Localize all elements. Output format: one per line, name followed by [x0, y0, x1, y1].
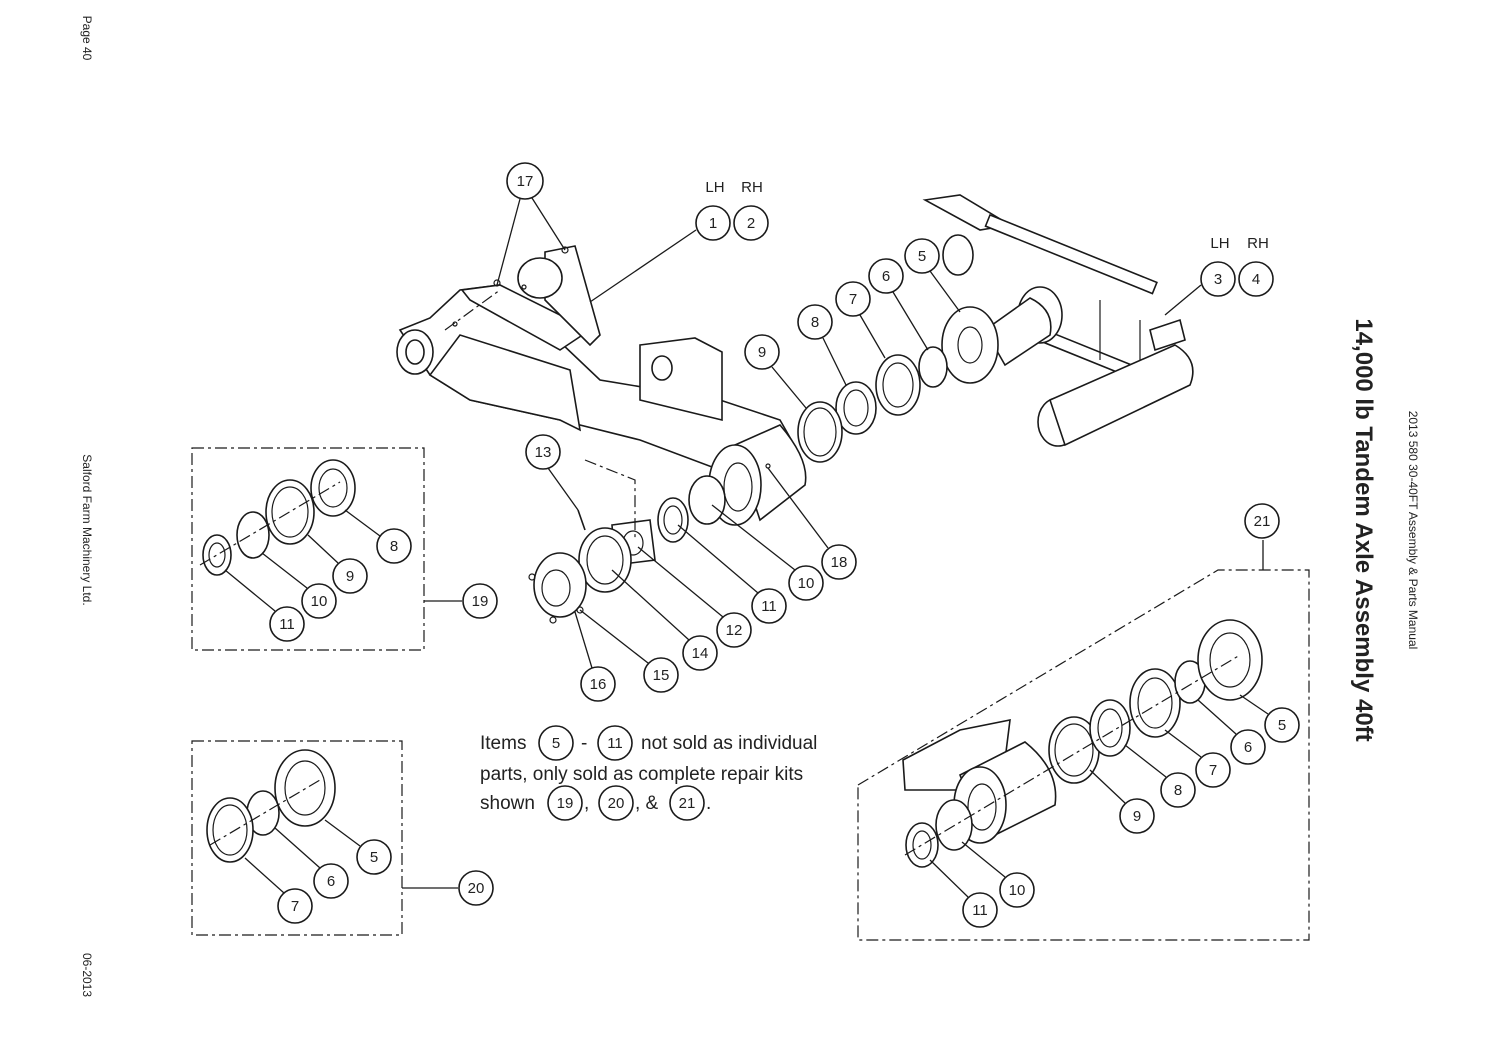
callout-7-kit21: 7	[1209, 762, 1217, 779]
callout-1: 1	[709, 215, 717, 232]
callouts-main: 17 LH RH 1 2 LH RH 3 4 5 6	[496, 162, 1274, 702]
callout-7-kit20: 7	[291, 898, 299, 915]
cup-10	[688, 475, 726, 525]
callout-8-kit19: 8	[390, 538, 398, 555]
callout-10-kit19: 10	[311, 593, 328, 610]
callout-18: 18	[831, 554, 848, 571]
callout-13: 13	[535, 444, 552, 461]
callout-2: 2	[747, 215, 755, 232]
callout-8: 8	[811, 314, 819, 331]
callout-21: 21	[1254, 513, 1271, 530]
bearing-8	[835, 381, 877, 435]
bearing-11	[657, 497, 689, 543]
callout-10: 10	[798, 575, 815, 592]
note-amp: , &	[635, 793, 659, 814]
note-period: .	[706, 793, 711, 814]
repair-kit-21: 21 5 6 7	[857, 503, 1310, 941]
callout-6-kit20: 6	[327, 873, 335, 890]
repair-kit-note: Items 5 - 11 not sold as individual part…	[480, 725, 817, 821]
callout-20: 20	[468, 880, 485, 897]
callout-7: 7	[849, 291, 857, 308]
callout-14: 14	[692, 645, 709, 662]
cup-9	[797, 401, 843, 463]
note-text-1: not sold as individual	[641, 733, 817, 754]
callout-12: 12	[726, 622, 743, 639]
note-comma: ,	[584, 793, 589, 814]
callout-5: 5	[918, 248, 926, 265]
note-callout-21: 21	[679, 795, 696, 812]
pin-13	[577, 509, 586, 531]
callout-19: 19	[472, 593, 489, 610]
callout-9-kit19: 9	[346, 568, 354, 585]
repair-kit-19: 8 9 10 11 19	[191, 447, 498, 651]
note-line-2: parts, only sold as complete repair kits	[480, 764, 803, 785]
callout-11-kit21: 11	[972, 902, 988, 919]
note-callout-20: 20	[608, 795, 625, 812]
note-shown: shown	[480, 793, 535, 814]
callout-6-kit21: 6	[1244, 739, 1252, 756]
callout-3: 3	[1214, 271, 1222, 288]
rh-label-4: RH	[1247, 235, 1269, 252]
repair-kit-20: 5 6 7 20	[191, 740, 494, 936]
spindle-frame	[922, 194, 1194, 447]
note-callout-11: 11	[607, 735, 623, 752]
seal-5	[941, 306, 999, 384]
callout-9: 9	[758, 344, 766, 361]
callout-6: 6	[882, 268, 890, 285]
callout-5-kit20: 5	[370, 849, 378, 866]
callout-8-kit21: 8	[1174, 782, 1182, 799]
ring-6	[918, 346, 948, 388]
callout-11: 11	[761, 598, 777, 615]
callout-17: 17	[517, 173, 534, 190]
note-callout-19: 19	[557, 795, 574, 812]
callout-5-kit21: 5	[1278, 717, 1286, 734]
note-dash: -	[581, 733, 587, 754]
walking-beam-arm	[396, 245, 802, 476]
note-items: Items	[480, 733, 526, 754]
callout-9-kit21: 9	[1133, 808, 1141, 825]
note-callout-5: 5	[552, 735, 560, 752]
rh-label-2: RH	[741, 179, 763, 196]
callout-11-kit19: 11	[279, 616, 295, 633]
lh-label-1: LH	[705, 179, 724, 196]
callout-15: 15	[653, 667, 670, 684]
callout-16: 16	[590, 676, 607, 693]
callout-10-kit21: 10	[1009, 882, 1026, 899]
lh-label-3: LH	[1210, 235, 1229, 252]
callout-4: 4	[1252, 271, 1260, 288]
